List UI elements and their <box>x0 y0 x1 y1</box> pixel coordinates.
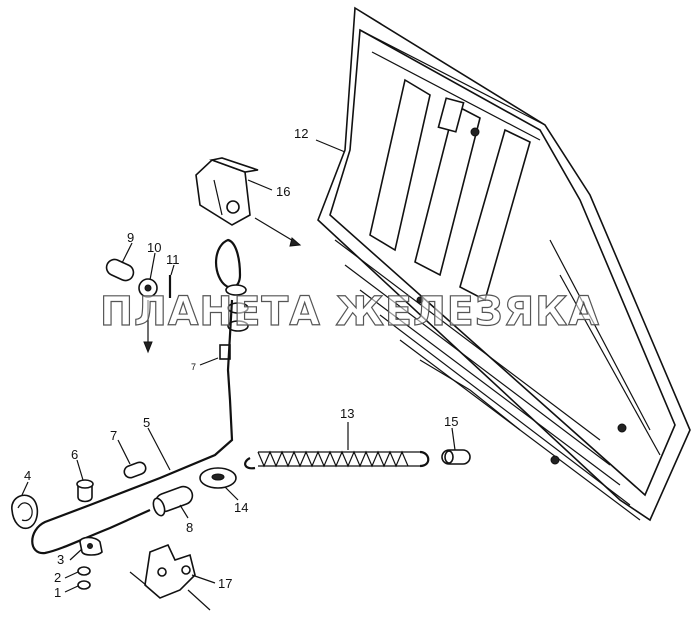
hinge-bracket-16 <box>195 157 302 247</box>
sleeve-8 <box>152 485 194 517</box>
callout-13: 13 <box>340 406 354 421</box>
watermark-text: ПЛАНЕТА ЖЕЛЕЗЯКА <box>100 289 600 335</box>
washer-10 <box>138 278 158 354</box>
pin-9 <box>105 258 135 282</box>
callout-7-lower: 7 <box>110 428 117 443</box>
callout-16: 16 <box>276 184 290 199</box>
callout-9: 9 <box>127 230 134 245</box>
cable-upper-loop <box>31 238 249 555</box>
callout-7-upper: 7 <box>191 362 196 372</box>
clamp-6 <box>76 479 94 503</box>
callout-12: 12 <box>294 126 308 141</box>
callout-2: 2 <box>54 570 61 585</box>
callout-17: 17 <box>218 576 232 591</box>
thimble-4 <box>11 494 39 530</box>
callout-3: 3 <box>57 552 64 567</box>
callout-4: 4 <box>24 468 31 483</box>
callout-labels: 12 16 9 10 11 7 5 7 6 4 13 15 14 8 3 2 1… <box>24 126 458 600</box>
pin-15 <box>441 449 471 465</box>
washer-14 <box>199 467 237 489</box>
callout-10: 10 <box>147 240 161 255</box>
bracket-17 <box>129 543 211 611</box>
spring-13 <box>244 450 430 470</box>
washer-2 <box>77 566 91 576</box>
callout-15: 15 <box>444 414 458 429</box>
tailgate-panel <box>317 6 691 522</box>
sleeve-7 <box>123 461 147 479</box>
clip-3 <box>79 536 103 556</box>
callout-11: 11 <box>166 252 180 267</box>
callout-1: 1 <box>54 585 61 600</box>
callout-5: 5 <box>143 415 150 430</box>
callout-8: 8 <box>186 520 193 535</box>
nut-1 <box>77 580 91 590</box>
leader-lines <box>21 139 456 593</box>
callout-14: 14 <box>234 500 248 515</box>
callout-6: 6 <box>71 447 78 462</box>
